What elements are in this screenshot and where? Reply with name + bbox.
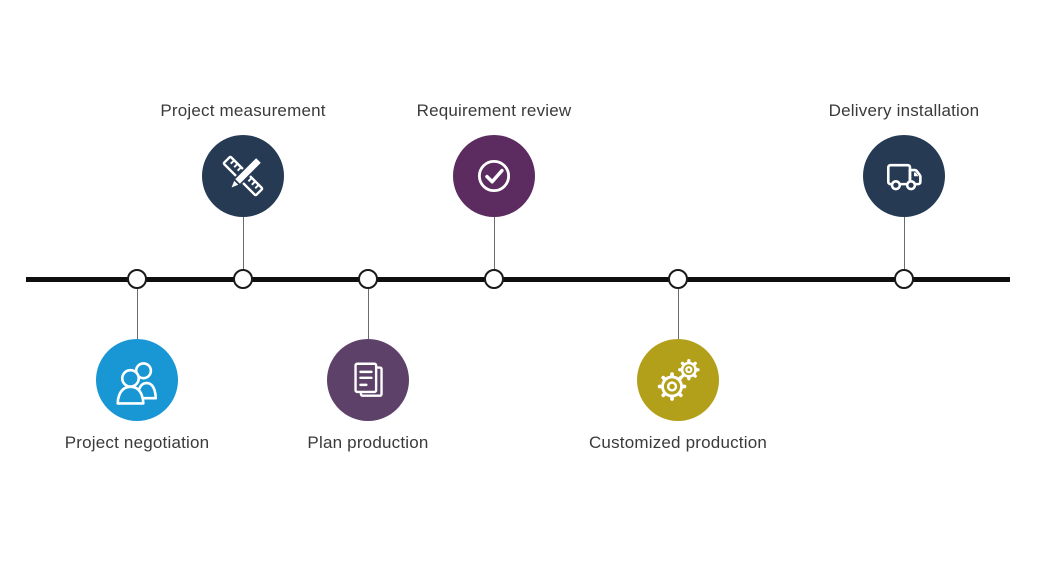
step-connector-line — [903, 217, 905, 269]
step-label: Delivery installation — [828, 101, 980, 120]
step-label: Plan production — [307, 433, 429, 452]
step-label: Requirement review — [416, 101, 572, 120]
timeline-node — [668, 269, 688, 289]
timeline-node — [484, 269, 504, 289]
truck-icon — [886, 163, 922, 191]
step-connector-line — [242, 217, 244, 269]
step-label: Project negotiation — [64, 433, 210, 452]
step-bubble — [453, 135, 535, 217]
timeline-step-delivery-installation: Delivery installation — [774, 0, 1034, 561]
step-connector-line — [493, 217, 495, 269]
step-bubble — [96, 339, 178, 421]
timeline-node — [233, 269, 253, 289]
timeline-step-project-measurement: Project measurement — [113, 0, 373, 561]
timeline-node — [127, 269, 147, 289]
check-circle-icon — [477, 159, 511, 193]
timeline-step-customized-production: Customized production — [548, 0, 808, 561]
timeline-step-requirement-review: Requirement review — [364, 0, 624, 561]
step-bubble — [202, 135, 284, 217]
gears-icon — [657, 358, 700, 401]
people-icon — [116, 362, 158, 405]
ruler-pencil-icon — [222, 155, 264, 197]
step-connector-line — [136, 289, 138, 339]
timeline-step-plan-production: Plan production — [238, 0, 498, 561]
timeline-node — [358, 269, 378, 289]
step-bubble — [637, 339, 719, 421]
step-bubble — [863, 135, 945, 217]
documents-icon — [354, 362, 383, 397]
step-connector-line — [367, 289, 369, 339]
timeline-step-project-negotiation: Project negotiation — [7, 0, 267, 561]
step-bubble — [327, 339, 409, 421]
timeline-node — [894, 269, 914, 289]
step-label: Customized production — [588, 433, 768, 452]
timeline-axis — [26, 277, 1010, 282]
step-label: Project measurement — [160, 101, 326, 120]
step-connector-line — [677, 289, 679, 339]
